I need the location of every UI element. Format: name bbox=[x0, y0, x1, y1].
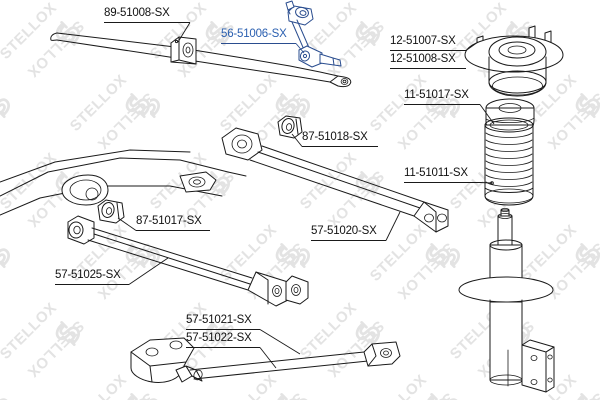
part-shock-absorber bbox=[458, 207, 555, 393]
part-stabilizer-link bbox=[285, 0, 342, 68]
label-57-51020-sx[interactable]: 57-51020-SX bbox=[311, 225, 377, 237]
part-stabilizer-bar bbox=[50, 32, 352, 88]
part-track-rod bbox=[67, 215, 309, 307]
part-bushing-87-51017 bbox=[97, 199, 125, 224]
label-89-51008-sx[interactable]: 89-51008-SX bbox=[104, 7, 170, 19]
label-12-51008-sx[interactable]: 12-51008-SX bbox=[390, 53, 456, 65]
part-subframe bbox=[0, 149, 247, 216]
label-57-51021-sx[interactable]: 57-51021-SX bbox=[186, 314, 252, 326]
label-87-51017-sx[interactable]: 87-51017-SX bbox=[136, 215, 202, 227]
part-bushing-87-51018 bbox=[277, 115, 303, 139]
part-stabilizer-bushing-bracket bbox=[170, 36, 197, 65]
leader-lines bbox=[55, 22, 495, 369]
label-57-51025-sx[interactable]: 57-51025-SX bbox=[55, 269, 121, 281]
label-87-51018-sx[interactable]: 87-51018-SX bbox=[302, 131, 368, 143]
label-11-51017-sx[interactable]: 11-51017-SX bbox=[404, 89, 469, 101]
label-56-51006-sx[interactable]: 56-51006-SX bbox=[221, 28, 287, 40]
label-11-51011-sx[interactable]: 11-51011-SX bbox=[404, 167, 468, 179]
part-strut-mount bbox=[464, 25, 564, 97]
part-lateral-arm bbox=[221, 127, 449, 233]
label-12-51007-sx[interactable]: 12-51007-SX bbox=[390, 35, 456, 47]
part-trailing-arm bbox=[130, 337, 401, 383]
label-57-51022-sx[interactable]: 57-51022-SX bbox=[186, 332, 252, 344]
